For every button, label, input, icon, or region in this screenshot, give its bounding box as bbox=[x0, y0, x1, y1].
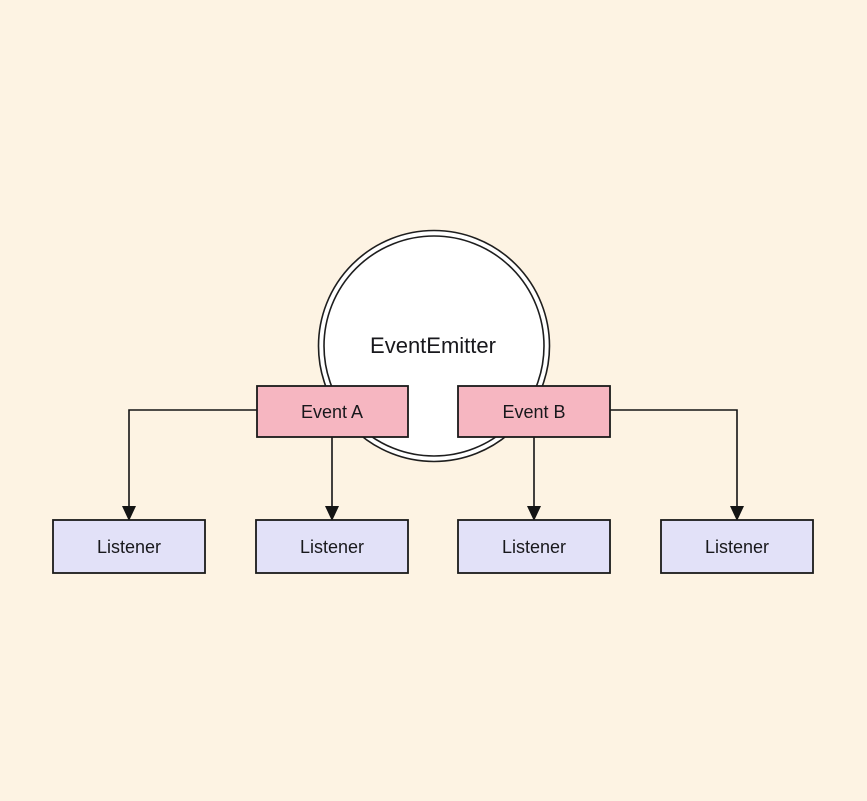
event-b-label: Event B bbox=[502, 402, 565, 422]
listener-node-2: Listener bbox=[255, 519, 409, 574]
arrowhead-listener-2 bbox=[325, 506, 339, 521]
listener-4-box bbox=[660, 519, 814, 574]
event-b-node: Event B bbox=[457, 385, 611, 438]
edges bbox=[122, 409, 744, 521]
emitter-circle-inner bbox=[323, 235, 545, 457]
listener-3-box bbox=[457, 519, 611, 574]
listener-node-3: Listener bbox=[457, 519, 611, 574]
arrowhead-listener-3 bbox=[527, 506, 541, 521]
emitter-label: EventEmitter bbox=[370, 333, 496, 358]
arrowhead-listener-4 bbox=[730, 506, 744, 521]
listener-4-label: Listener bbox=[705, 537, 769, 557]
edge-event-a-listener-1 bbox=[128, 409, 257, 507]
listener-node-4: Listener bbox=[660, 519, 814, 574]
edge-event-b-listener-4 bbox=[610, 409, 738, 507]
arrowhead-listener-1 bbox=[122, 506, 136, 521]
listener-node-1: Listener bbox=[52, 519, 206, 574]
listener-1-box bbox=[52, 519, 206, 574]
listener-2-box bbox=[255, 519, 409, 574]
listener-2-label: Listener bbox=[300, 537, 364, 557]
listener-1-label: Listener bbox=[97, 537, 161, 557]
event-b-box bbox=[457, 385, 611, 438]
event-a-node: Event A bbox=[256, 385, 409, 438]
listener-3-label: Listener bbox=[502, 537, 566, 557]
event-a-label: Event A bbox=[301, 402, 363, 422]
event-a-box bbox=[256, 385, 409, 438]
